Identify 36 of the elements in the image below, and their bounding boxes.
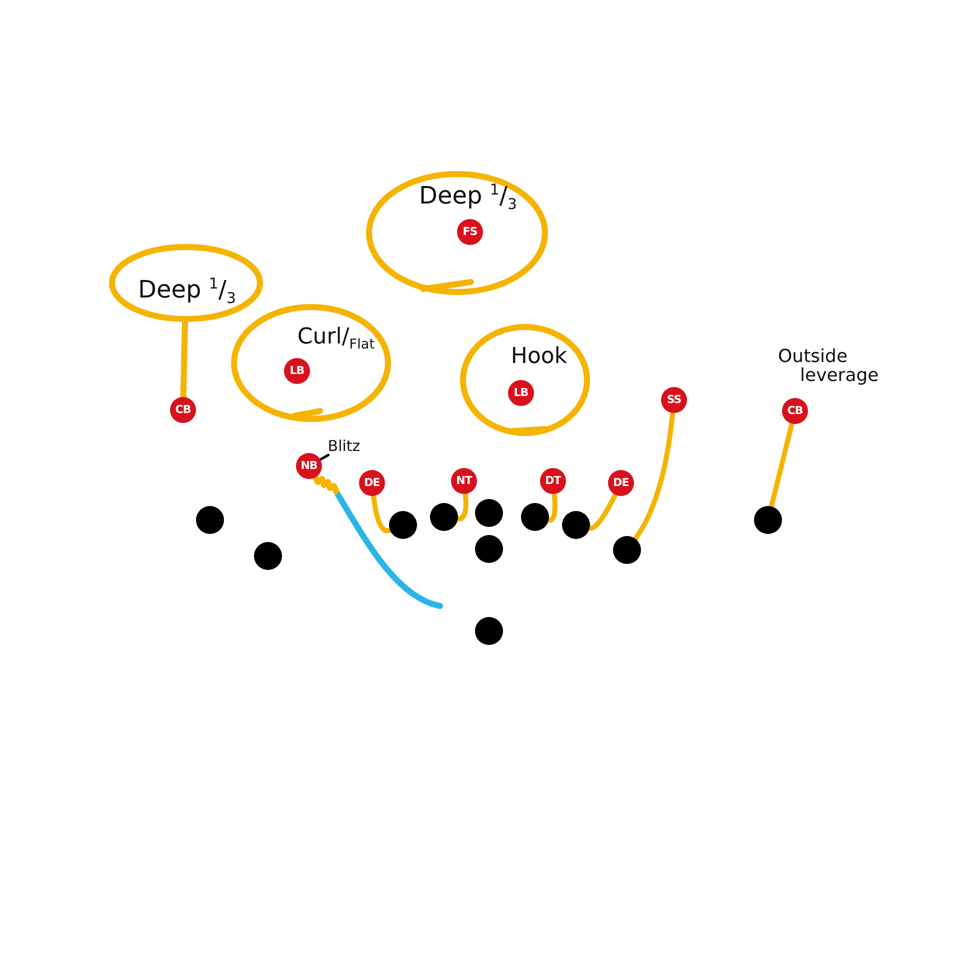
player-marker: FS <box>457 219 483 245</box>
assignment-line <box>455 491 468 522</box>
zone-label: Deep $^{1}$/$_{3}$ <box>419 181 517 213</box>
dot-icon <box>254 542 282 570</box>
note-label: Outside leverage <box>778 348 880 386</box>
assignment-line <box>371 493 392 534</box>
dot-icon <box>754 506 782 534</box>
assignment-line <box>546 491 558 523</box>
zone-label: Hook <box>510 344 568 370</box>
player-marker: CB <box>170 397 196 423</box>
dot-icon <box>389 511 417 539</box>
assignment-line <box>587 492 618 531</box>
dot-icon <box>475 535 503 563</box>
player-marker: DT <box>540 468 566 494</box>
player-marker: SS <box>661 387 687 413</box>
player-marker: NB <box>296 453 322 479</box>
player-marker: DE <box>608 470 634 496</box>
dot-icon <box>196 506 224 534</box>
blitz-route <box>312 474 443 609</box>
player-marker: LB <box>284 358 310 384</box>
player-marker: CB <box>782 398 808 424</box>
player-marker: LB <box>508 380 534 406</box>
dot-icon <box>562 511 590 539</box>
dot-icon <box>475 617 503 645</box>
dot-icon <box>613 536 641 564</box>
assignment-line <box>768 421 794 509</box>
annotation-label: Blitz <box>328 437 360 455</box>
player-marker: NT <box>451 468 477 494</box>
zone-label: Deep $^{1}$/$_{3}$ <box>138 275 236 307</box>
dot-icon <box>430 503 458 531</box>
assignment-line <box>632 410 676 542</box>
dot-icon <box>475 499 503 527</box>
dot-icon <box>521 503 549 531</box>
zone-label: Curl/$_{Flat}$ <box>297 325 375 353</box>
player-marker: DE <box>359 470 385 496</box>
leader-line <box>319 454 330 461</box>
